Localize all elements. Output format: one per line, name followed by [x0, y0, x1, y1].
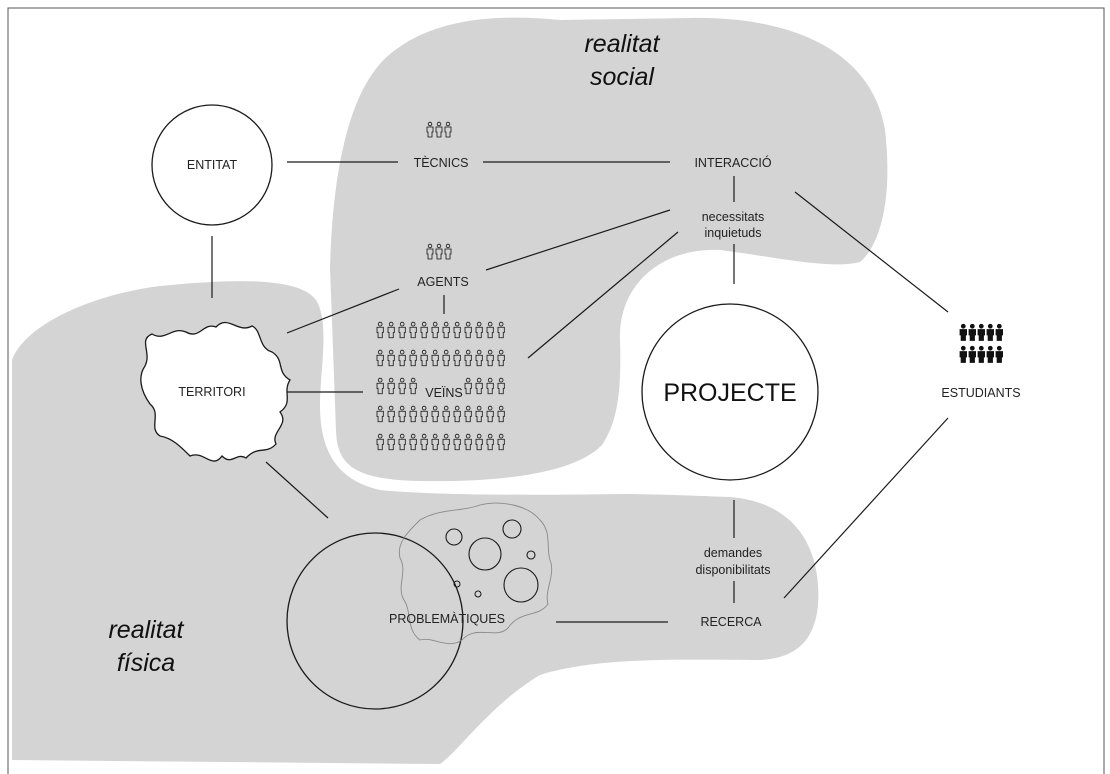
- problematiques-circle: [286, 532, 464, 710]
- frame-border: [7, 7, 1105, 774]
- realitat-fisica-label-line1: realitat: [108, 616, 184, 644]
- territori-blob: [140, 321, 291, 462]
- realitat-social-label-line1: realitat: [584, 30, 660, 58]
- people-group-icon: [426, 121, 452, 138]
- entitat-label: ENTITAT: [187, 158, 238, 172]
- people-group-icon: [426, 243, 452, 260]
- tecnics-label: TÈCNICS: [414, 155, 469, 170]
- realitat-social-zone: [330, 17, 888, 482]
- agents-label: AGENTS: [417, 275, 468, 289]
- entitat-circle: [151, 104, 273, 226]
- interaccio-label: INTERACCIÓ: [694, 155, 771, 170]
- crowd-icon: [376, 321, 505, 451]
- problematiques-label: PROBLEMÀTIQUES: [389, 611, 505, 626]
- veins-label: VEÏNS: [425, 386, 463, 400]
- recerca-label: RECERCA: [700, 615, 762, 629]
- demandes-label: demandes: [704, 546, 762, 560]
- projecte-circle: [641, 303, 819, 481]
- connector-lines: [211, 161, 949, 623]
- realitat-social-label-line2: social: [590, 63, 655, 91]
- realitat-fisica-label-line2: física: [117, 649, 175, 677]
- problems-cluster: [398, 502, 553, 645]
- necessitats-label: necessitats: [702, 210, 765, 224]
- projecte-label: PROJECTE: [663, 379, 796, 407]
- territori-label: TERRITORI: [178, 385, 245, 399]
- students-icon: [959, 323, 1003, 363]
- estudiants-label: ESTUDIANTS: [941, 386, 1020, 400]
- inquietuds-label: inquietuds: [705, 226, 762, 240]
- disponibilitats-label: disponibilitats: [695, 563, 770, 577]
